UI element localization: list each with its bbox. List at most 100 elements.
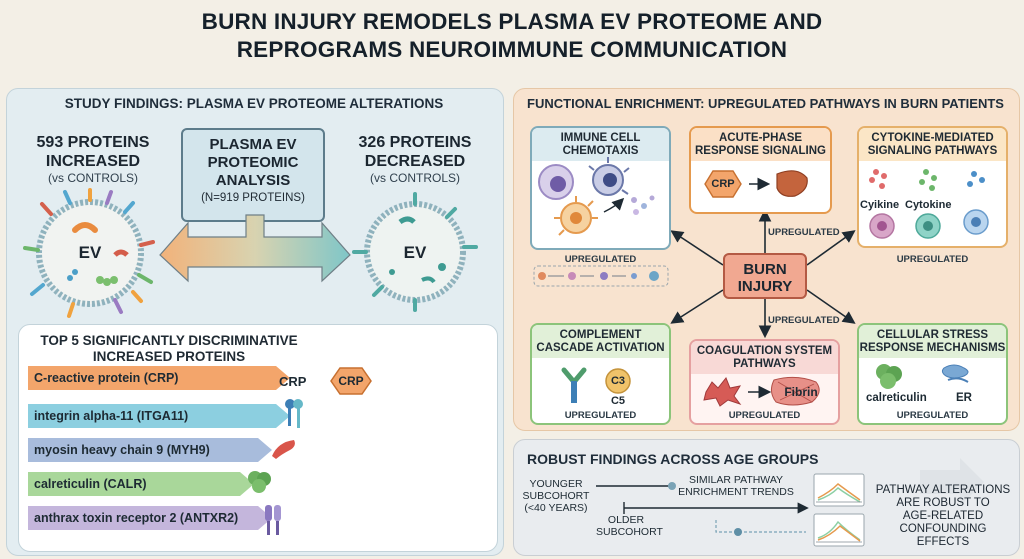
- complement-line-1: COMPLEMENT: [559, 329, 642, 341]
- protein-bar: integrin alpha-11 (ITGA11): [28, 404, 290, 428]
- title-line-2: REPROGRAMS NEUROIMMUNE COMMUNICATION: [236, 37, 788, 62]
- stress-line-1: CELLULAR STRESS: [876, 329, 989, 341]
- ev-label-right: EV: [403, 243, 427, 262]
- cytokine-upregulated: UPREGULATED: [896, 254, 969, 265]
- center-line-1: PLASMA EV: [209, 136, 297, 153]
- integrin-icon: [285, 399, 303, 428]
- cytokine-line-2: SIGNALING PATHWAYS: [867, 145, 998, 157]
- card-cellular-stress: CELLULAR STRESS RESPONSE MECHANISMS: [857, 323, 1008, 425]
- upregulated-label-top: UPREGULATED: [768, 227, 840, 238]
- card-complement: COMPLEMENT CASCADE ACTIVATION: [530, 323, 671, 425]
- center-sub: (N=919 PROTEINS): [201, 192, 305, 204]
- study-findings-header: STUDY FINDINGS: PLASMA EV PROTEOME ALTER…: [64, 96, 444, 111]
- burn-line-1: BURN: [743, 261, 787, 278]
- cytokine-line-1: CYTOKINE-MEDIATED: [871, 132, 994, 144]
- protein-bar-label: calreticulin (CALR): [34, 477, 147, 491]
- burn-injury-box: BURN INJURY: [723, 253, 807, 299]
- cyikine-label: Cyikine: [860, 199, 900, 211]
- cytokine-card-head: CYTOKINE-MEDIATED SIGNALING PATHWAYS: [859, 128, 1006, 161]
- protein-bar-label: C-reactive protein (CRP): [34, 371, 179, 385]
- younger-line-1: YOUNGER: [529, 478, 583, 490]
- older-line-1: OLDER: [607, 514, 645, 526]
- ev-label-left: EV: [78, 243, 102, 262]
- stress-graphic: [876, 364, 969, 389]
- acute-line-1: ACUTE-PHASE: [718, 132, 803, 144]
- immune-card-head: IMMUNE CELL CHEMOTAXIS: [532, 128, 669, 161]
- older-line-2: SUBCOHORT: [596, 526, 663, 538]
- similar-line-2: ENRICHMENT TRENDS: [678, 486, 794, 498]
- calreticulin-icon: [248, 471, 271, 493]
- complement-card-head: COMPLEMENT CASCADE ACTIVATION: [532, 325, 669, 358]
- complement-graphic: [561, 367, 631, 403]
- burn-line-2: INJURY: [737, 278, 793, 295]
- acute-line-2: RESPONSE SIGNALING: [695, 145, 826, 157]
- coagulation-graphic: [703, 376, 820, 407]
- decreased-word: DECREASED: [364, 153, 466, 170]
- title-line-1: BURN INJURY REMODELS PLASMA EV PROTEOME …: [201, 9, 823, 34]
- protein-bar-label: myosin heavy chain 9 (MYH9): [34, 443, 210, 457]
- page-title: BURN INJURY REMODELS PLASMA EV PROTEOME …: [0, 8, 1024, 64]
- age-groups-panel: [513, 439, 1020, 556]
- decreased-title: 326 PROTEINS DECREASED: [340, 133, 490, 171]
- younger-line-2: SUBCOHORT: [522, 490, 590, 502]
- immune-line-2: CHEMOTAXIS: [562, 145, 639, 157]
- protein-bar-label: integrin alpha-11 (ITGA11): [34, 409, 189, 423]
- fibrin-label: Fibrin: [784, 385, 818, 399]
- myosin-icon: [272, 440, 295, 459]
- protein-bar: calreticulin (CALR): [28, 472, 254, 496]
- antxr2-icon: [265, 505, 281, 535]
- calreticulin-label: calreticulin: [866, 392, 927, 404]
- card-acute-phase: ACUTE-PHASE RESPONSE SIGNALING: [689, 126, 832, 214]
- crp-hexagon-icon: [330, 367, 372, 395]
- immune-upregulated: UPREGULATED: [564, 254, 637, 265]
- center-title: PLASMA EV PROTEOMIC ANALYSIS: [183, 136, 323, 190]
- acute-crp-label: CRP: [711, 178, 735, 190]
- younger-line-3: (<40 YEARS): [524, 502, 588, 514]
- center-line-2: PROTEOMIC: [207, 154, 299, 171]
- ev-increased-graphic: [23, 188, 155, 318]
- functional-enrichment-header: FUNCTIONAL ENRICHMENT: UPREGULATED PATHW…: [527, 96, 1004, 111]
- crp-badge: CRP: [338, 374, 364, 388]
- c5-label: C5: [610, 395, 626, 407]
- robust-line-1: PATHWAY ALTERATIONS: [875, 484, 1011, 496]
- robust-line-4: CONFOUNDING EFFECTS: [899, 523, 987, 548]
- er-label: ER: [956, 392, 972, 404]
- decreased-sub: (vs CONTROLS): [370, 171, 460, 185]
- decreased-count: 326 PROTEINS: [358, 134, 472, 151]
- increased-word: INCREASED: [45, 153, 141, 170]
- immune-cells-graphic: [538, 157, 655, 236]
- coag-line-1: COAGULATION SYSTEM: [696, 345, 833, 357]
- cytokine-graphic: [869, 169, 989, 239]
- coagulation-upregulated: UPREGULATED: [728, 410, 801, 421]
- robust-line-2: ARE ROBUST TO: [896, 497, 990, 509]
- stress-card-head: CELLULAR STRESS RESPONSE MECHANISMS: [859, 325, 1006, 358]
- acute-card-head: ACUTE-PHASE RESPONSE SIGNALING: [691, 128, 830, 161]
- increased-count: 593 PROTEINS: [36, 134, 150, 151]
- double-arrow-graphic: [159, 214, 351, 283]
- protein-bar: C-reactive protein (CRP): [28, 366, 290, 390]
- similar-label: SIMILAR PATHWAY ENRICHMENT TRENDS: [676, 474, 796, 498]
- c3-label: C3: [610, 375, 626, 387]
- immune-migration-strip: [533, 265, 669, 287]
- protein-bar: myosin heavy chain 9 (MYH9): [28, 438, 272, 462]
- center-analysis-box: PLASMA EV PROTEOMIC ANALYSIS (N=919 PROT…: [181, 128, 325, 222]
- center-line-3: ANALYSIS: [215, 172, 291, 189]
- immune-line-1: IMMUNE CELL: [560, 132, 641, 144]
- card-coagulation: COAGULATION SYSTEM PATHWAYS: [689, 339, 840, 425]
- stress-upregulated: UPREGULATED: [896, 410, 969, 421]
- upregulated-label-bottom: UPREGULATED: [768, 315, 840, 326]
- robust-conclusion: PATHWAY ALTERATIONS ARE ROBUST TO AGE-RE…: [872, 484, 1014, 549]
- coag-line-2: PATHWAYS: [733, 358, 796, 370]
- protein-bar-label: anthrax toxin receptor 2 (ANTXR2): [34, 511, 239, 525]
- stress-line-2: RESPONSE MECHANISMS: [859, 342, 1006, 354]
- increased-title: 593 PROTEINS INCREASED: [18, 133, 168, 171]
- top5-title-line-1: TOP 5 SIGNIFICANTLY DISCRIMINATIVE: [40, 333, 298, 348]
- age-groups-header: ROBUST FINDINGS ACROSS AGE GROUPS: [527, 451, 819, 467]
- protein-bar: anthrax toxin receptor 2 (ANTXR2): [28, 506, 272, 530]
- crp-side-label: CRP: [279, 374, 307, 389]
- ev-decreased-graphic: [352, 192, 478, 312]
- acute-phase-graphic: [704, 170, 808, 198]
- older-label: OLDER SUBCOHORT: [596, 514, 663, 538]
